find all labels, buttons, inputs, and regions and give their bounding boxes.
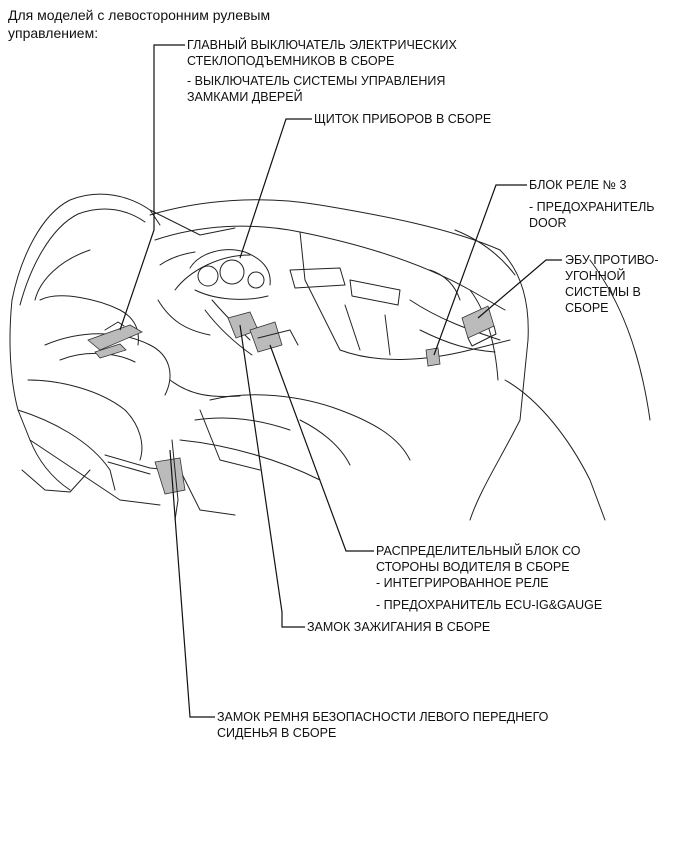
meter-line-1: ЩИТОК ПРИБОРОВ В СБОРЕ xyxy=(314,112,492,126)
door-panel-drawing xyxy=(9,193,236,506)
callout-meter-assembly: ЩИТОК ПРИБОРОВ В СБОРЕ xyxy=(314,111,491,127)
leader-relay-block xyxy=(433,184,527,356)
callout-main-window-switch: ГЛАВНЫЙ ВЫКЛЮЧАТЕЛЬ ЭЛЕКТРИЧЕСКИХ СТЕКЛО… xyxy=(187,37,457,105)
junction-line-1: РАСПРЕДЕЛИТЕЛЬНЫЙ БЛОК СО xyxy=(376,544,581,558)
ecu-line-4: СБОРЕ xyxy=(565,301,609,315)
junction-sub-2: - ПРЕДОХРАНИТЕЛЬ ECU-IG&GAUGE xyxy=(376,598,603,612)
main-switch-sub-2: ЗАМКАМИ ДВЕРЕЙ xyxy=(187,90,303,104)
leader-seat-belt xyxy=(169,449,215,718)
ecu-line-1: ЭБУ ПРОТИВО- xyxy=(565,253,659,267)
leader-main-switch xyxy=(119,44,185,331)
header-line-1: Для моделей с левосторонним рулевым xyxy=(8,7,271,23)
main-switch-line-1: ГЛАВНЫЙ ВЫКЛЮЧАТЕЛЬ ЭЛЕКТРИЧЕСКИХ xyxy=(187,38,457,52)
callout-relay-block: БЛОК РЕЛЕ № 3 - ПРЕДОХРАНИТЕЛЬ DOOR xyxy=(529,177,655,231)
seat-belt-line-2: СИДЕНЬЯ В СБОРЕ xyxy=(217,726,337,740)
main-switch-line-2: СТЕКЛОПОДЪЕМНИКОВ В СБОРЕ xyxy=(187,54,395,68)
callout-theft-ecu: ЭБУ ПРОТИВО- УГОННОЙ СИСТЕМЫ В СБОРЕ xyxy=(565,252,659,316)
main-switch-sub-1: - ВЫКЛЮЧАТЕЛЬ СИСТЕМЫ УПРАВЛЕНИЯ xyxy=(187,74,446,88)
ignition-line-1: ЗАМОК ЗАЖИГАНИЯ В СБОРЕ xyxy=(307,620,491,634)
relay-block-sub-2: DOOR xyxy=(529,216,567,230)
leader-lines xyxy=(119,44,562,718)
callout-junction-block: РАСПРЕДЕЛИТЕЛЬНЫЙ БЛОК СО СТОРОНЫ ВОДИТЕ… xyxy=(376,543,602,613)
leader-meter xyxy=(239,118,312,259)
ecu-line-3: СИСТЕМЫ В xyxy=(565,285,641,299)
dashboard-drawing xyxy=(149,199,651,521)
header-line-2: управлением: xyxy=(8,25,99,41)
diagram-header: Для моделей с левосторонним рулевым упра… xyxy=(8,6,270,42)
callout-seat-belt-buckle: ЗАМОК РЕМНЯ БЕЗОПАСНОСТИ ЛЕВОГО ПЕРЕДНЕГ… xyxy=(217,709,548,741)
seat-belt-buckle-drawing xyxy=(104,439,186,521)
junction-sub-1: - ИНТЕГРИРОВАННОЕ РЕЛЕ xyxy=(376,576,549,590)
relay-block-sub-1: - ПРЕДОХРАНИТЕЛЬ xyxy=(529,200,655,214)
seat-belt-line-1: ЗАМОК РЕМНЯ БЕЗОПАСНОСТИ ЛЕВОГО ПЕРЕДНЕГ… xyxy=(217,710,549,724)
leader-junction-block xyxy=(269,344,374,552)
leader-ecu xyxy=(477,259,562,319)
relay-block-line-1: БЛОК РЕЛЕ № 3 xyxy=(529,178,627,192)
leader-ignition xyxy=(239,324,305,628)
junction-line-2: СТОРОНЫ ВОДИТЕЛЯ В СБОРЕ xyxy=(376,560,570,574)
ecu-line-2: УГОННОЙ xyxy=(565,269,626,283)
callout-ignition-switch: ЗАМОК ЗАЖИГАНИЯ В СБОРЕ xyxy=(307,619,490,635)
